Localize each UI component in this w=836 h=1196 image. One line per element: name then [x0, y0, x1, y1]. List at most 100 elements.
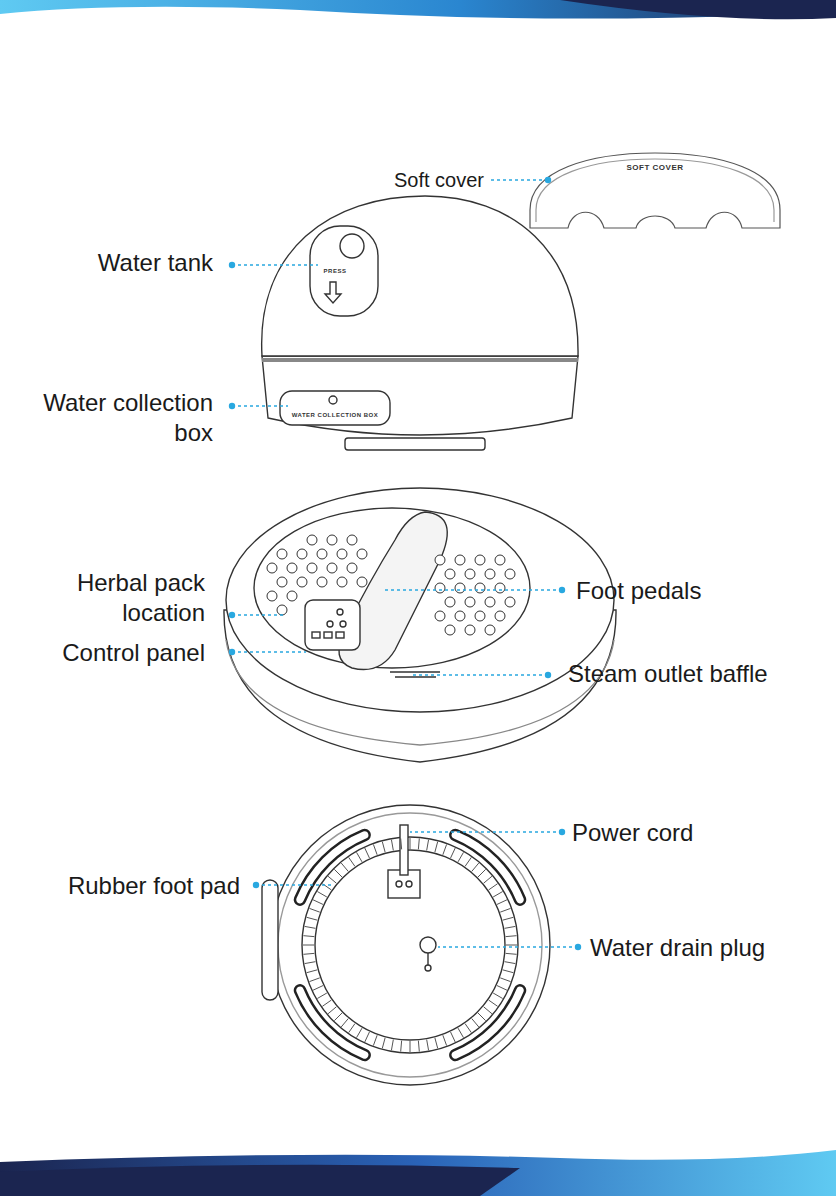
- ring-tick: [497, 986, 507, 991]
- footer-accent: [0, 1165, 520, 1196]
- ring-tick: [443, 1035, 447, 1045]
- leader-dot: [545, 672, 551, 678]
- ring-tick: [489, 1000, 498, 1006]
- ring-tick: [506, 935, 517, 937]
- ring-tick: [391, 840, 393, 851]
- pedal-nub: [445, 625, 455, 635]
- pedal-nub: [455, 611, 465, 621]
- pedal-nub: [475, 555, 485, 565]
- pedal-nub: [465, 569, 475, 579]
- pedal-nub: [277, 577, 287, 587]
- part-name: Herbal pack location: [55, 568, 205, 628]
- header-accent: [560, 0, 836, 19]
- ring-tick: [382, 842, 385, 853]
- pedal-nub: [455, 555, 465, 565]
- ring-tick: [373, 1035, 377, 1045]
- pedal-nub: [435, 611, 445, 621]
- footer-band: [0, 1150, 836, 1196]
- part-name: Water drain plug: [590, 933, 765, 963]
- rubber-pad: [450, 830, 525, 905]
- pedal-nub: [435, 555, 445, 565]
- pedal-nub: [307, 535, 317, 545]
- ring-tick: [400, 838, 402, 849]
- pedal-nub: [485, 597, 495, 607]
- soft-cover-drawing: [530, 153, 780, 228]
- ring-tick: [328, 1007, 336, 1014]
- pedal-nub: [495, 583, 505, 593]
- ring-tick: [305, 926, 316, 928]
- leader-dot: [229, 403, 235, 409]
- pedal-nub: [465, 597, 475, 607]
- pedal-nub: [337, 549, 347, 559]
- pedal-nub: [327, 563, 337, 573]
- leader-lines: [229, 177, 581, 950]
- ring-tick: [500, 978, 510, 982]
- ring-tick: [478, 869, 486, 877]
- part-name: Power cord: [572, 818, 693, 848]
- pedal-nub: [475, 611, 485, 621]
- leader-dot: [229, 649, 235, 655]
- pedal-nub: [505, 597, 515, 607]
- ring-tick: [493, 892, 503, 898]
- pedal-nub: [485, 625, 495, 635]
- ring-tick: [365, 1032, 370, 1042]
- ring-tick: [505, 926, 516, 928]
- ring-tick: [506, 945, 517, 946]
- ring-tick: [506, 953, 517, 955]
- pedal-nub: [495, 555, 505, 565]
- ring-tick: [303, 945, 314, 946]
- ring-tick: [418, 838, 420, 849]
- leader-dot: [253, 882, 259, 888]
- leader-dot: [229, 262, 235, 268]
- ring-tick: [334, 1013, 342, 1021]
- ring-tick: [427, 840, 429, 851]
- ring-tick: [465, 1024, 471, 1033]
- ring-tick: [349, 857, 355, 866]
- ring-tick: [472, 1019, 479, 1027]
- ring-tick: [503, 917, 514, 920]
- leader-line: [488, 179, 548, 180]
- part-name: Water collection box: [43, 388, 213, 448]
- ring-tick: [505, 962, 516, 964]
- pedal-nub: [267, 563, 277, 573]
- pedal-nub: [267, 591, 277, 601]
- pedal-nub: [297, 577, 307, 587]
- ring-tick: [503, 970, 514, 973]
- ring-tick: [307, 917, 318, 920]
- ring-tick: [373, 844, 377, 854]
- ring-tick: [341, 1019, 348, 1027]
- ring-tick: [493, 993, 503, 999]
- pedal-nub: [347, 535, 357, 545]
- pedal-nub: [297, 549, 307, 559]
- pedal-nub: [445, 569, 455, 579]
- part-name: Control panel: [62, 638, 205, 668]
- ring-tick: [365, 848, 370, 858]
- header-band: [0, 0, 836, 19]
- ring-tick: [410, 1041, 411, 1052]
- ring-tick: [497, 900, 507, 905]
- ring-tick: [500, 908, 510, 912]
- pedal-nub: [475, 583, 485, 593]
- printed-marking: SOFT COVER: [626, 164, 683, 172]
- ring-tick: [451, 848, 456, 858]
- part-name: Rubber foot pad: [68, 871, 240, 901]
- printed-marking: WATER COLLECTION BOX: [292, 412, 379, 418]
- rubber-pad: [450, 985, 525, 1060]
- ring-tick: [357, 852, 363, 862]
- ring-tick: [309, 978, 319, 982]
- part-name: Water tank: [98, 248, 213, 278]
- ring-tick: [427, 1040, 429, 1051]
- leader-line: [438, 946, 578, 947]
- part-name: Soft cover: [394, 168, 484, 193]
- ring-tick: [489, 884, 498, 890]
- unit-bottom-view: [262, 805, 550, 1085]
- part-name: Foot pedals: [576, 576, 701, 606]
- ring-tick: [391, 1040, 393, 1051]
- ring-tick: [458, 852, 464, 862]
- pedal-nub: [277, 549, 287, 559]
- leader-dot: [575, 944, 581, 950]
- ring-tick: [382, 1038, 385, 1049]
- pedal-nub: [327, 535, 337, 545]
- pedal-nub: [317, 577, 327, 587]
- rubber-pad: [295, 830, 370, 905]
